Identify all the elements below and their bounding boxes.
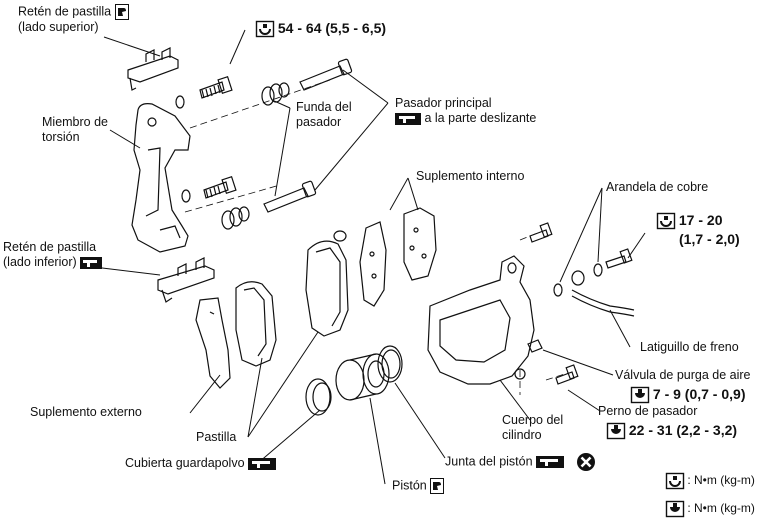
torque-member-label-line1: Miembro de [42, 115, 108, 129]
grease-brush-icon [248, 457, 277, 470]
copper-washers [553, 263, 603, 297]
main-pin [299, 58, 353, 91]
upper-retainer-label-line1: Retén de pastilla [18, 4, 112, 19]
grease-brush-icon [536, 456, 565, 468]
piston-seal-label-text: Junta del pistón [445, 454, 533, 469]
lower-retainer-label-line1: Retén de pastilla [3, 240, 97, 254]
main-pin-grease-text: a la parte deslizante [424, 111, 537, 125]
pin-bolt-label: Perno de pasador [598, 404, 698, 418]
main-pin-label-line1: Pasador principal [395, 96, 492, 110]
inner-shim-b [403, 207, 437, 281]
torque-member-label: Miembro de torsión [42, 115, 108, 145]
lower-retainer-label: Retén de pastilla (lado inferior) [3, 240, 103, 270]
union-bolt-torque: 17 - 20 (1,7 - 2,0) [656, 211, 740, 249]
leader-lines [93, 29, 646, 485]
legend-filled-wrench-text: : N•m (kg-m) [687, 501, 755, 516]
union-bolt [605, 248, 633, 269]
cylinder-body [427, 255, 535, 385]
pin-bolt-upper [529, 222, 553, 243]
air-bleeder [527, 339, 543, 353]
piston-seal [377, 345, 403, 383]
torque-wrench-filled-icon [665, 500, 685, 518]
do-not-reuse-x-icon [576, 453, 595, 471]
pin-bolt-lower [555, 364, 579, 385]
upper-pin-boot [261, 82, 290, 106]
brake-hose [571, 270, 635, 317]
inner-shim-a [359, 221, 387, 307]
dust-cover-label: Cubierta guardapolvo [125, 456, 277, 471]
pin-bolt-torque-value: 22 - 31 (2,2 - 3,2) [628, 422, 738, 438]
legend-open-wrench: : N•m (kg-m) [665, 472, 755, 490]
torque-member-label-line2: torsión [42, 130, 80, 144]
outer-shim [195, 297, 231, 389]
brake-hose-label: Latiguillo de freno [640, 340, 739, 354]
torque-wrench-filled-icon [630, 387, 650, 404]
dust-cover [305, 378, 332, 416]
bleeder-torque-value: 7 - 9 (0,7 - 0,9) [652, 386, 746, 402]
pin-boot-label-line2: pasador [296, 115, 342, 129]
outer-brake-pad [235, 281, 277, 367]
upper-mounting-bolt [199, 76, 233, 99]
torque-wrench-open-icon [656, 213, 676, 230]
union-bolt-torque-value: 17 - 20 [678, 212, 723, 228]
main-pin-label: Pasador principal a la parte deslizante [395, 96, 536, 126]
rubber-grease-icon [114, 4, 129, 20]
pin-bolt-torque: 22 - 31 (2,2 - 3,2) [606, 422, 738, 440]
torque-wrench-open-icon [665, 472, 685, 490]
lower-retainer-label-line2: (lado inferior) [3, 255, 77, 269]
lower-pad-retainer [157, 257, 215, 303]
pin-boot-label: Funda del pasador [296, 100, 352, 130]
cylinder-body-label-line1: Cuerpo del [502, 413, 564, 427]
upper-retainer-label: Retén de pastilla (lado superior) [18, 4, 129, 35]
union-bolt-torque-kgm: (1,7 - 2,0) [679, 231, 740, 247]
lower-pin-boot [221, 206, 250, 230]
upper-bolt-torque: 54 - 64 (5,5 - 6,5) [255, 20, 387, 38]
inner-shim-label: Suplemento interno [416, 169, 525, 183]
rubber-grease-icon [430, 478, 445, 494]
grease-brush-icon [395, 112, 421, 125]
pad-label: Pastilla [196, 430, 237, 444]
outer-shim-label: Suplemento externo [30, 405, 142, 419]
torque-member [131, 95, 191, 253]
cylinder-body-label-line2: cilindro [502, 428, 542, 442]
upper-retainer-label-line2: (lado superior) [18, 20, 99, 34]
torque-wrench-open-icon [255, 21, 275, 38]
torque-wrench-filled-icon [606, 423, 626, 440]
upper-bolt-torque-value: 54 - 64 (5,5 - 6,5) [277, 20, 387, 36]
copper-washer-label: Arandela de cobre [606, 180, 709, 194]
inner-brake-pad [305, 230, 349, 337]
bleeder-label: Válvula de purga de aire [615, 368, 751, 382]
piston-seal-label: Junta del pistón [445, 452, 596, 472]
center-lines [184, 79, 569, 395]
legend-open-wrench-text: : N•m (kg-m) [687, 473, 755, 488]
piston-label: Pistón [392, 478, 445, 494]
lower-pin [263, 180, 317, 213]
upper-pad-retainer [127, 47, 179, 91]
grease-brush-icon [80, 256, 103, 269]
lower-mounting-bolt [181, 176, 237, 203]
dust-cover-label-text: Cubierta guardapolvo [125, 456, 245, 470]
piston-label-text: Pistón [392, 478, 427, 493]
pin-boot-label-line1: Funda del [296, 100, 352, 114]
cylinder-body-label: Cuerpo del cilindro [502, 413, 563, 443]
legend-filled-wrench: : N•m (kg-m) [665, 500, 755, 518]
bleeder-torque: 7 - 9 (0,7 - 0,9) [630, 386, 746, 404]
